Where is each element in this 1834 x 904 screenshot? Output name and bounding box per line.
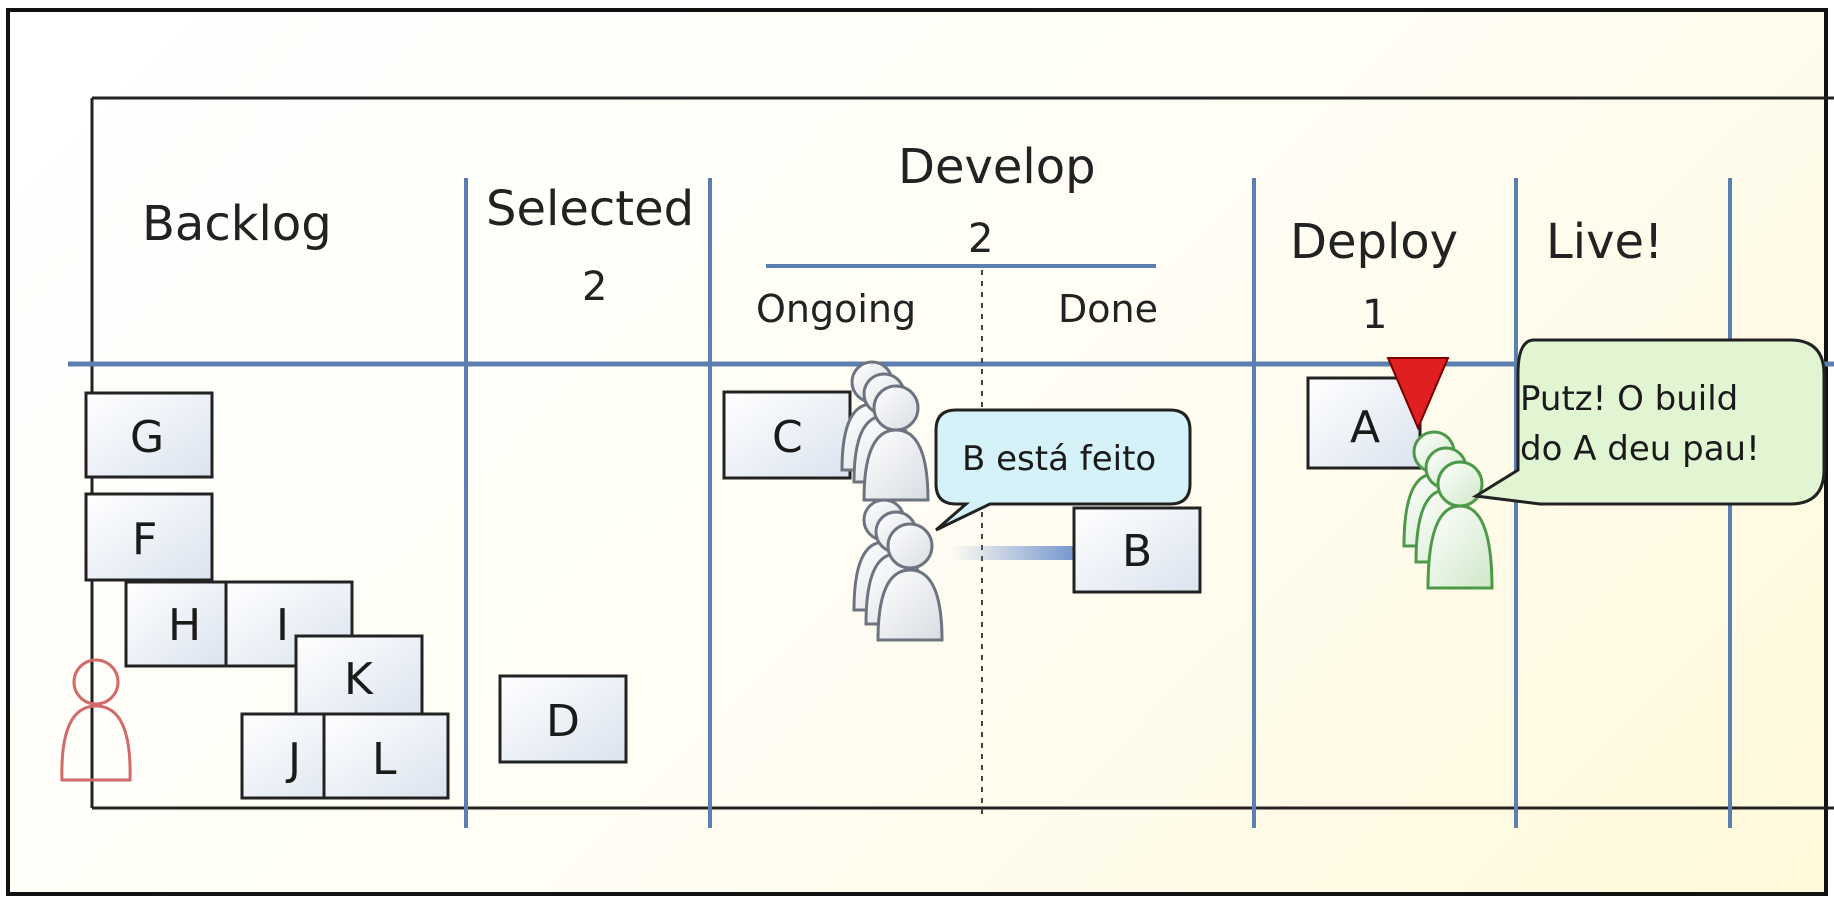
- card-k: K: [294, 634, 424, 722]
- card-c: C: [722, 390, 852, 480]
- column-limit-deploy: 1: [1362, 292, 1387, 338]
- developer-group-icon: [840, 360, 930, 502]
- card-l: L: [322, 712, 450, 800]
- alert-marker-icon: [1386, 357, 1450, 431]
- ops-group-icon: [1402, 430, 1494, 590]
- card-b-label: B: [1122, 526, 1152, 577]
- reviewer-group-icon: [852, 498, 944, 642]
- card-d-label: D: [546, 696, 580, 747]
- column-sub-done: Done: [1058, 287, 1158, 331]
- card-f-label: F: [132, 514, 157, 565]
- speech-bubble-alert-line1: Putz! O build: [1520, 379, 1738, 419]
- card-f: F: [84, 492, 214, 582]
- column-title-selected: Selected: [486, 181, 694, 237]
- speech-bubble-alert-line2: do A deu pau!: [1520, 429, 1760, 469]
- card-d: D: [498, 674, 628, 764]
- card-k-label: K: [344, 654, 374, 705]
- customer-icon: [60, 658, 132, 782]
- column-title-develop: Develop: [898, 139, 1096, 195]
- column-limit-develop: 2: [968, 216, 993, 262]
- speech-bubble-done: B está feito: [934, 408, 1192, 532]
- column-title-deploy: Deploy: [1290, 214, 1458, 270]
- column-title-backlog: Backlog: [142, 196, 332, 252]
- card-l-label: L: [372, 734, 397, 785]
- card-g: G: [84, 391, 214, 479]
- card-c-label: C: [772, 412, 803, 463]
- card-b: B: [1072, 506, 1202, 594]
- speech-bubble-done-text: B está feito: [962, 439, 1156, 479]
- card-h-label: H: [168, 600, 201, 651]
- card-i-label: I: [276, 600, 289, 651]
- card-g-label: G: [130, 412, 164, 463]
- column-title-live: Live!: [1546, 214, 1663, 270]
- column-sub-ongoing: Ongoing: [756, 287, 916, 331]
- card-h: H: [124, 580, 228, 668]
- card-a-label: A: [1350, 402, 1380, 453]
- card-j-label: J: [285, 734, 301, 785]
- column-limit-selected: 2: [582, 264, 607, 310]
- move-arrow-trail: [950, 546, 1080, 560]
- speech-bubble-alert: Putz! O build do A deu pau!: [1471, 338, 1826, 506]
